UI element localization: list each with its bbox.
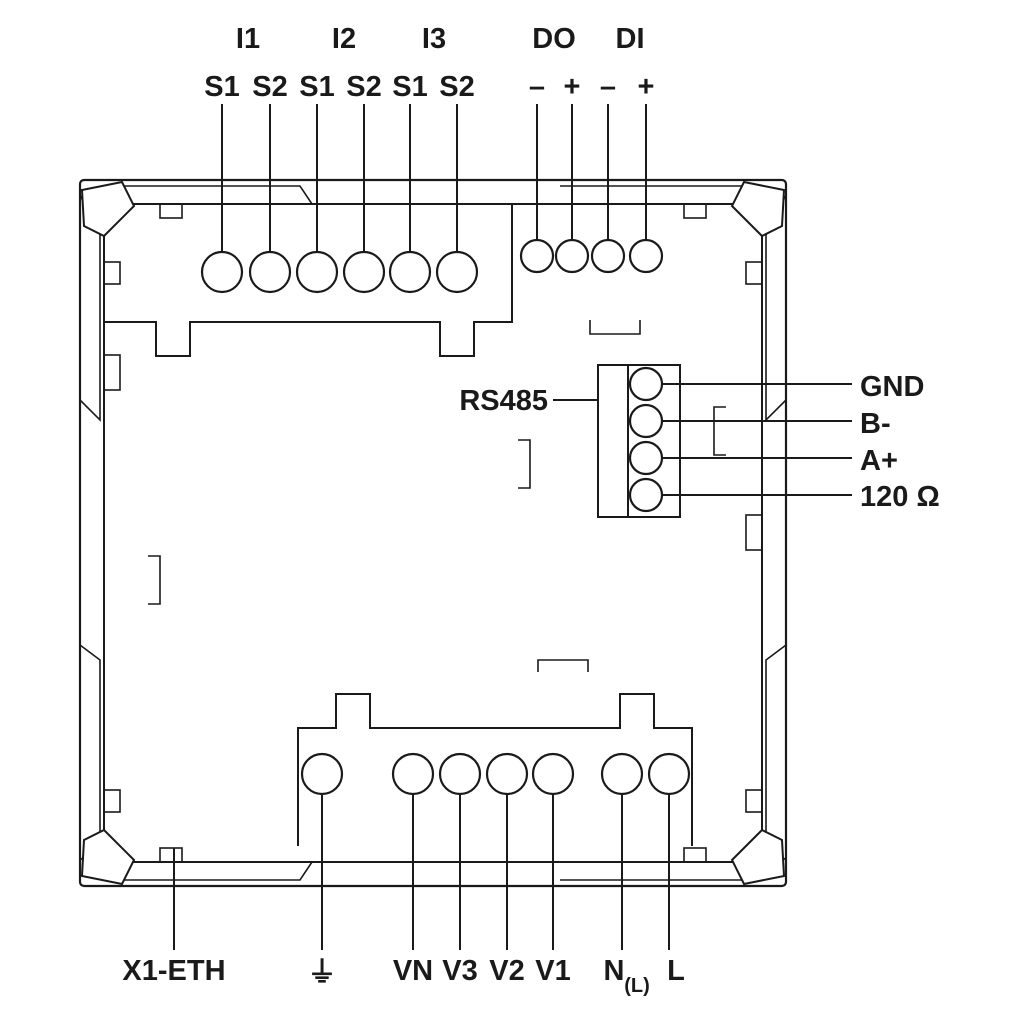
ground-label: ⏚	[307, 957, 336, 989]
rs485-pin-a-plus	[628, 440, 664, 476]
terminal-label-i3-s1: S1	[392, 71, 427, 103]
terminal-vn	[391, 752, 435, 796]
rs485-label: RS485	[459, 385, 548, 417]
rs485-pin-120-ohm	[628, 477, 664, 513]
terminal-v2	[485, 752, 529, 796]
terminal-label-di-minus: –	[600, 71, 616, 103]
ethernet-label: X1-ETH	[122, 955, 225, 987]
terminal-i2-s1	[295, 250, 339, 294]
terminal-do-plus	[554, 238, 590, 274]
device-housing	[78, 178, 788, 888]
group-label-i3: I3	[422, 23, 446, 55]
terminal-i2-s2	[342, 250, 386, 294]
group-label-i1: I1	[236, 23, 260, 55]
terminal-di-plus	[628, 238, 664, 274]
terminal-label-l: L	[667, 955, 685, 987]
terminal-di-minus	[590, 238, 626, 274]
rs485-terminal-block	[597, 364, 681, 518]
rs485-pin-b-minus	[628, 403, 664, 439]
terminal-v3	[438, 752, 482, 796]
rs485-pin-label-a-plus: A+	[860, 445, 898, 477]
terminal-i3-s1	[388, 250, 432, 294]
terminal-label-di-plus: +	[638, 71, 655, 103]
rs485-pin-label-120-ohm: 120 Ω	[860, 481, 940, 513]
terminal-label-v3: V3	[442, 955, 477, 987]
rs485-pin-label-b-minus: B-	[860, 408, 891, 440]
terminal-i3-s2	[435, 250, 479, 294]
terminal-label-v2: V2	[489, 955, 524, 987]
terminal-label-n: N	[604, 955, 625, 987]
group-label-di: DI	[616, 23, 645, 55]
terminal-v1	[531, 752, 575, 796]
terminal-n	[600, 752, 644, 796]
terminal-i1-s2	[248, 250, 292, 294]
terminal-label-do-minus: –	[529, 71, 545, 103]
terminal-label-i1-s2: S2	[252, 71, 287, 103]
terminal-label-i1-s1: S1	[204, 71, 239, 103]
group-label-i2: I2	[332, 23, 356, 55]
terminal-l	[647, 752, 691, 796]
bottom-leader-lines	[173, 794, 670, 950]
terminal-label-v1: V1	[535, 955, 570, 987]
top-leader-lines	[221, 104, 647, 252]
bottom-terminal-block	[297, 693, 693, 846]
terminal-label-do-plus: +	[564, 71, 581, 103]
terminal-label-i2-s2: S2	[346, 71, 381, 103]
top-terminal-block	[104, 204, 513, 357]
terminal-i1-s1	[200, 250, 244, 294]
terminal-label-i3-s2: S2	[439, 71, 474, 103]
terminal-do-minus	[519, 238, 555, 274]
rs485-pin-label-gnd: GND	[860, 371, 924, 403]
terminal-label-vn: VN	[393, 955, 433, 987]
rs485-leader-lines	[662, 383, 852, 496]
rs485-pin-gnd	[628, 366, 664, 402]
terminal-ground	[300, 752, 344, 796]
group-label-do: DO	[532, 23, 576, 55]
terminal-label-n-subscript: (L)	[624, 975, 650, 997]
terminal-label-i2-s1: S1	[299, 71, 334, 103]
